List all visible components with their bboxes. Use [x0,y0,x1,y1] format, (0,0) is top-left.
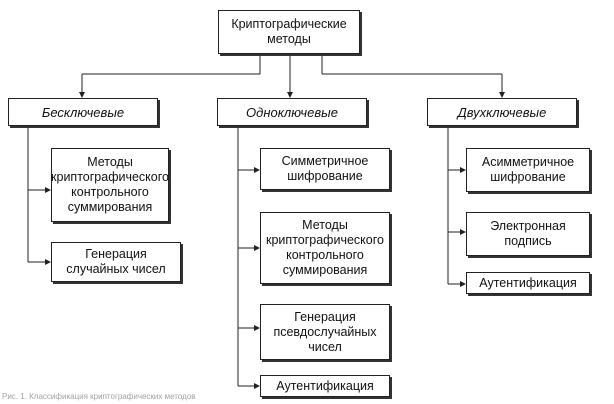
single-symmetric-box: Симметричное шифрование [260,148,390,190]
two-key-auth-box: Аутентификация [466,272,590,294]
category-single-key: Одноключевые [217,98,367,126]
figure-caption: Рис. 1. Классификация криптографических … [2,392,196,401]
single-checksum-box: Методы криптографического контрольного с… [260,212,390,284]
keyless-random-box: Генерация случайных чисел [51,242,181,282]
two-key-signature-box: Электронная подпись [466,212,590,256]
category-two-key: Двухключевые [427,98,577,126]
keyless-checksum-box: Методы криптографического контрольного с… [51,148,169,222]
category-keyless: Бесключевые [8,98,158,126]
single-pseudorandom-box: Генерация псевдослучайных чисел [260,304,390,360]
single-auth-box: Аутентификация [260,375,390,397]
root-box: Криптографические методы [218,10,360,54]
two-key-asymmetric-box: Асимметричное шифрование [466,148,590,192]
